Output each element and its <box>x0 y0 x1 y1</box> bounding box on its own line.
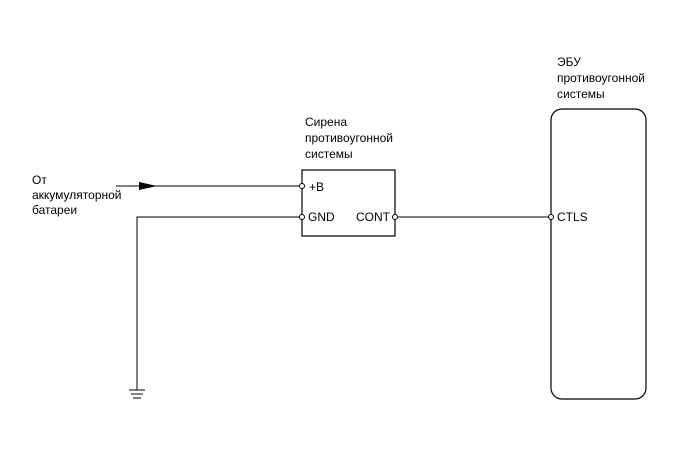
siren-pin-ground <box>299 214 305 220</box>
ecu-title-line-2: противоугонной <box>557 71 645 85</box>
siren-pin-power <box>299 183 305 189</box>
siren-title-line-3: системы <box>305 147 353 161</box>
ground-wire <box>136 216 299 390</box>
ecu-box <box>550 108 647 400</box>
siren-pin-ground-label: GND <box>308 210 335 224</box>
supply-arrow-icon <box>139 182 157 190</box>
battery-label-line-3: батареи <box>32 203 77 217</box>
battery-label-line-2: аккумуляторной <box>32 188 122 202</box>
siren-box <box>301 169 396 237</box>
siren-pin-control <box>392 214 398 220</box>
battery-label-line-1: От <box>32 173 47 187</box>
ecu-title-line-1: ЭБУ <box>557 55 581 69</box>
battery-source-label: От аккумуляторной батареи <box>32 173 122 217</box>
ground-symbol-icon <box>129 389 145 399</box>
ecu-title-line-3: системы <box>557 87 605 101</box>
siren-title-line-1: Сирена <box>305 115 347 129</box>
siren-pin-power-label: +B <box>309 180 324 194</box>
siren-title: Сирена противоугонной системы <box>305 115 393 161</box>
ecu-title: ЭБУ противоугонной системы <box>557 55 645 101</box>
ecu-pin-control-label: CTLS <box>557 210 588 224</box>
siren-title-line-2: противоугонной <box>305 131 393 145</box>
siren-pin-control-label: CONT <box>356 210 391 224</box>
ecu-pin-control <box>548 214 554 220</box>
